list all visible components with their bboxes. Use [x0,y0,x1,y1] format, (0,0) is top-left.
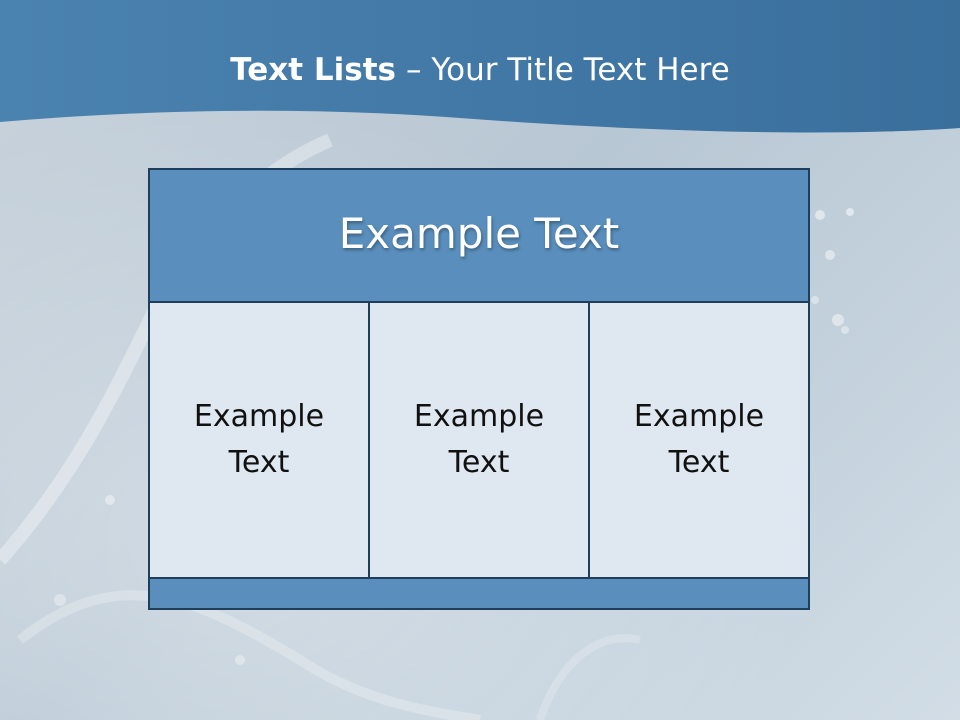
table-header-text: Example Text [338,209,620,258]
header-wave [0,0,960,133]
column-1-line-2: Text [228,445,290,480]
column-2-line-1: Example [413,399,545,434]
title-subtitle: – Your Title Text Here [406,52,730,88]
column-2-line-2: Text [448,445,510,480]
table-header-band: Example Text [150,170,808,303]
table-footer-band [150,577,808,608]
title-bold: Text Lists [230,52,396,88]
column-3-line-1: Example [633,399,765,434]
column-3-line-2: Text [668,445,730,480]
column-1-line-1: Example [193,399,325,434]
slide-title: Text Lists – Your Title Text Here [0,52,960,88]
